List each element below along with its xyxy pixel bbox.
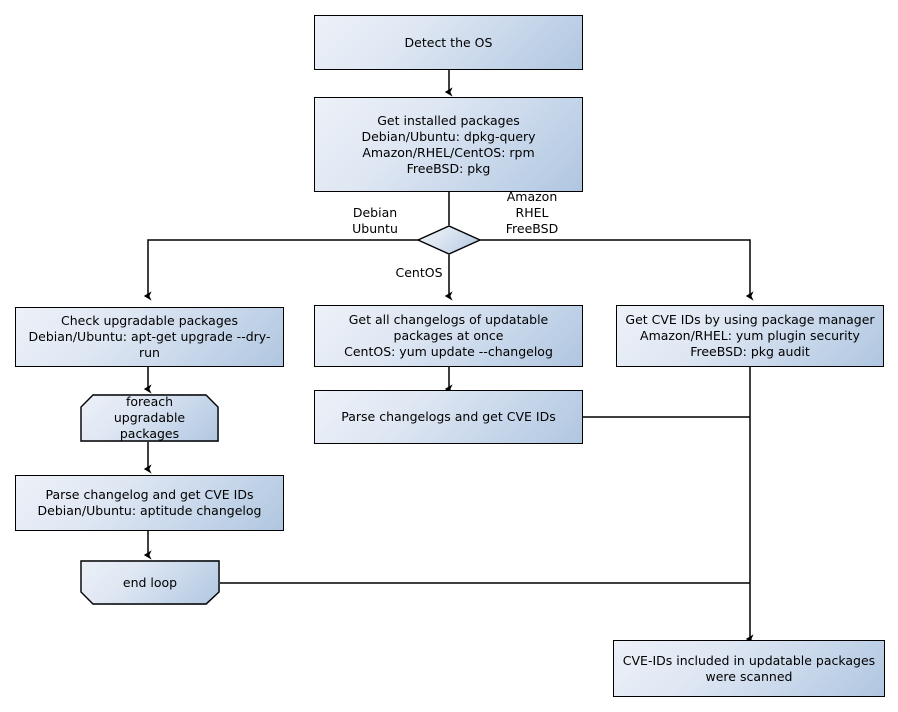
loop-start-outline — [80, 394, 219, 442]
node-check-upgradable-packages-label: Check upgradable packages Debian/Ubuntu:… — [28, 313, 271, 360]
node-parse-changelog-single[interactable]: Parse changelog and get CVE IDs Debian/U… — [15, 475, 284, 531]
loop-start-shape — [80, 394, 219, 442]
node-get-installed-packages[interactable]: Get installed packages Debian/Ubuntu: dp… — [314, 97, 583, 192]
node-result-label: CVE-IDs included in updatable packages w… — [622, 652, 876, 684]
node-result[interactable]: CVE-IDs included in updatable packages w… — [613, 640, 885, 697]
loop-end-outline — [80, 560, 220, 605]
edge-label-debian-ubuntu: Debian Ubuntu — [352, 205, 398, 236]
node-detect-os-label: Detect the OS — [404, 34, 493, 50]
edge-label-centos: CentOS — [395, 265, 443, 280]
node-get-cve-package-manager[interactable]: Get CVE IDs by using package manager Ama… — [616, 305, 884, 367]
loop-end-shape — [80, 560, 220, 605]
node-end-loop-label: end loop — [122, 574, 178, 590]
node-parse-changelog-single-label: Parse changelog and get CVE IDs Debian/U… — [37, 487, 262, 518]
edge-label-amazon-rhel-freebsd: Amazon RHEL FreeBSD — [505, 189, 559, 236]
node-get-installed-packages-label: Get installed packages Debian/Ubuntu: dp… — [361, 112, 536, 176]
node-detect-os[interactable]: Detect the OS — [314, 15, 583, 70]
node-end-loop[interactable]: end loop — [80, 560, 220, 605]
node-foreach-loop[interactable]: foreach upgradable packages — [80, 394, 219, 442]
diamond-outline — [416, 225, 482, 255]
node-parse-changelogs-label: Parse changelogs and get CVE IDs — [341, 409, 556, 424]
edge-amazon-branch — [479, 239, 754, 301]
node-get-cve-package-manager-label: Get CVE IDs by using package manager Ama… — [625, 312, 875, 359]
node-parse-changelogs[interactable]: Parse changelogs and get CVE IDs — [314, 390, 583, 444]
node-os-decision[interactable] — [416, 225, 482, 255]
node-get-all-changelogs-label: Get all changelogs of updatable packages… — [344, 312, 553, 359]
node-foreach-loop-label: foreach upgradable packages — [113, 394, 186, 441]
node-get-all-changelogs[interactable]: Get all changelogs of updatable packages… — [314, 305, 583, 367]
edge-debian-branch — [143, 239, 419, 301]
node-check-upgradable-packages[interactable]: Check upgradable packages Debian/Ubuntu:… — [15, 307, 284, 367]
